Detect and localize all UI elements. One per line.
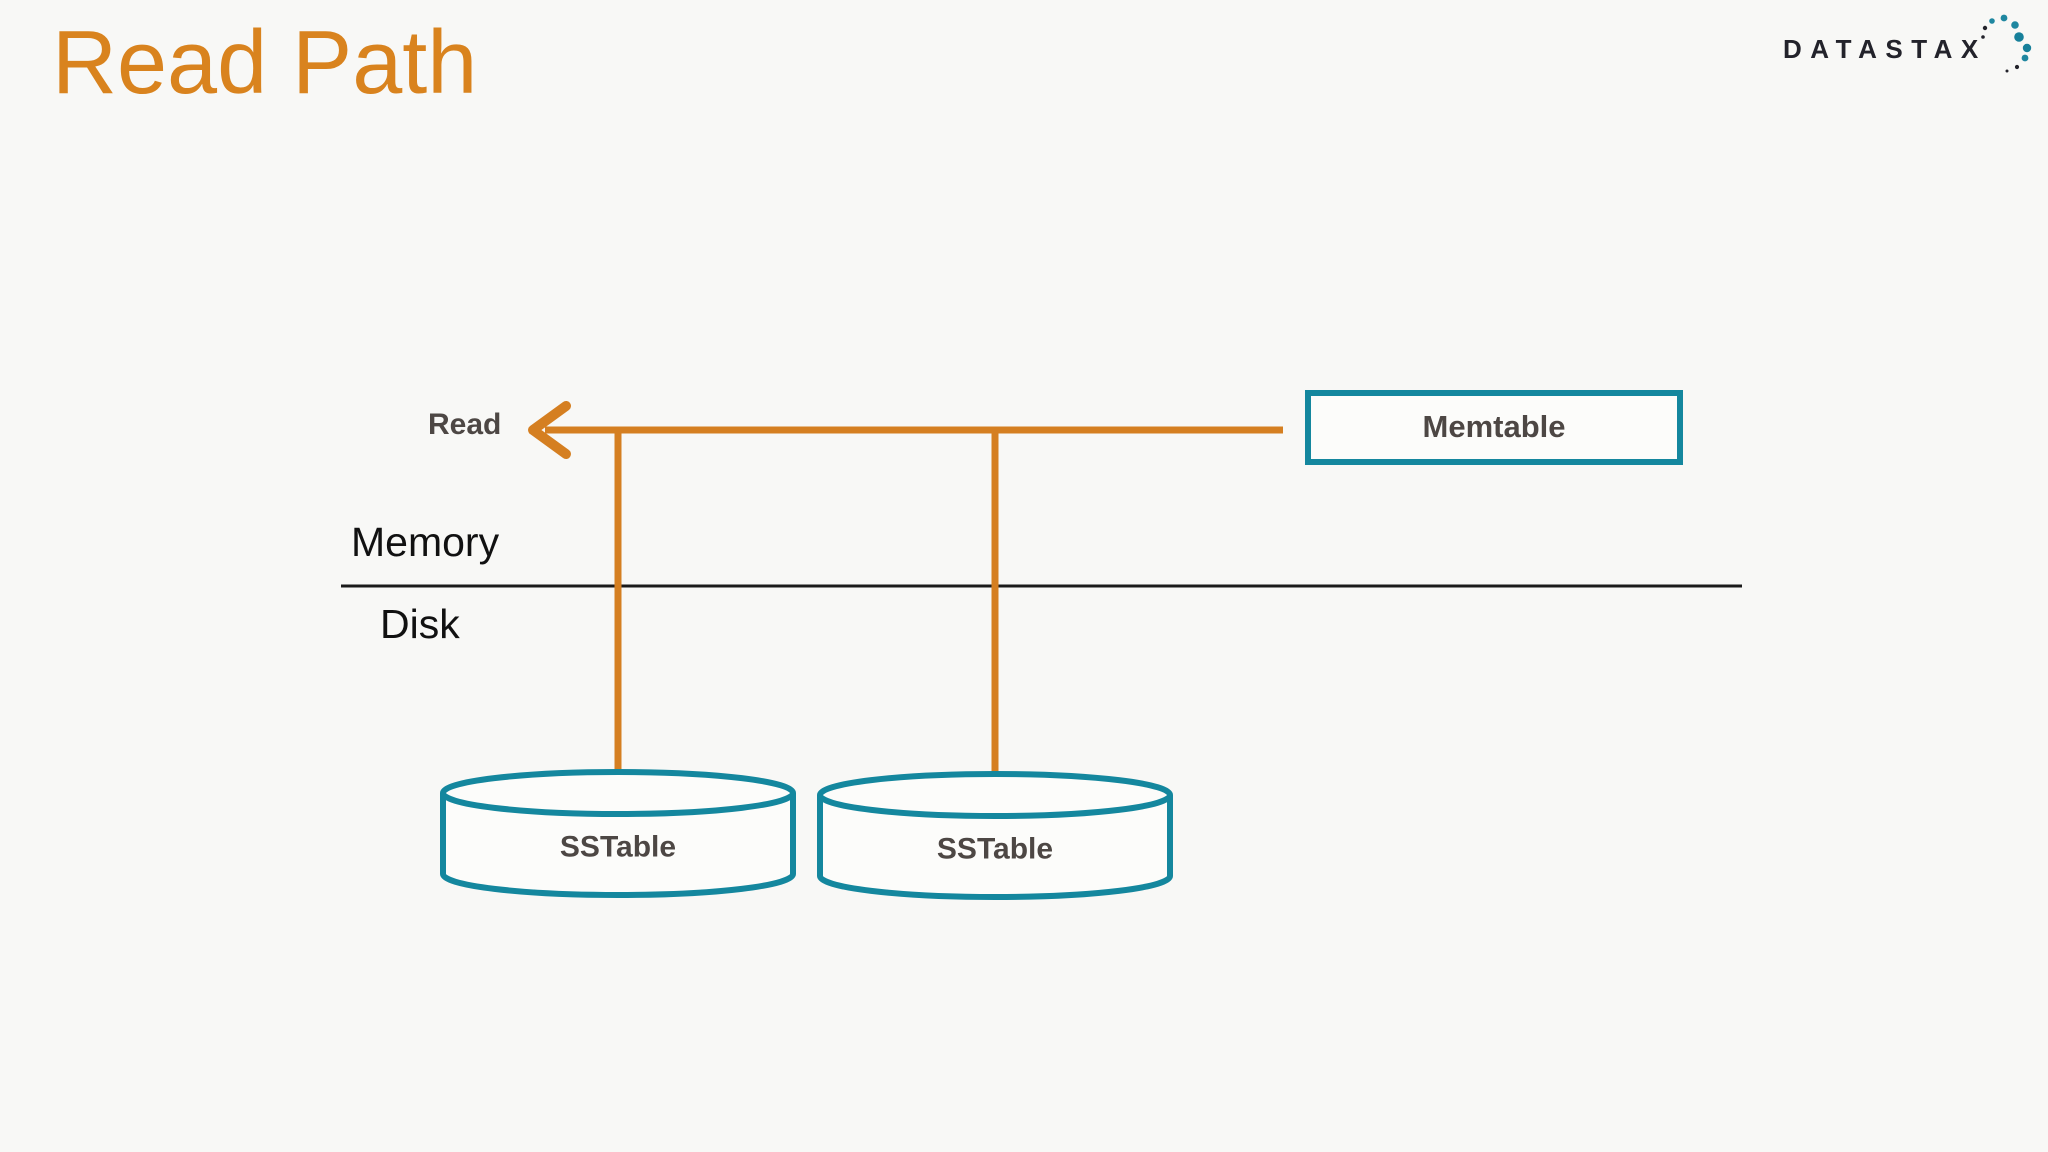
sstable-cylinder-2: [817, 771, 1173, 900]
datastax-dots-icon: [1981, 14, 2032, 73]
datastax-logo: DATASTAX: [1783, 0, 2045, 90]
memory-label: Memory: [351, 519, 500, 565]
read-label: Read: [428, 408, 502, 441]
datastax-wordmark: DATASTAX: [1783, 34, 1987, 64]
read-arrowhead-icon: [528, 401, 571, 459]
disk-label: Disk: [380, 601, 460, 647]
memtable-box: [1305, 390, 1683, 465]
memtable-label: Memtable: [1422, 409, 1566, 445]
sstable-label-1: SSTable: [559, 830, 677, 864]
sstable-label-2: SSTable: [936, 832, 1054, 866]
page-title: Read Path: [52, 13, 478, 113]
sstable-cylinder-1: [440, 769, 796, 898]
